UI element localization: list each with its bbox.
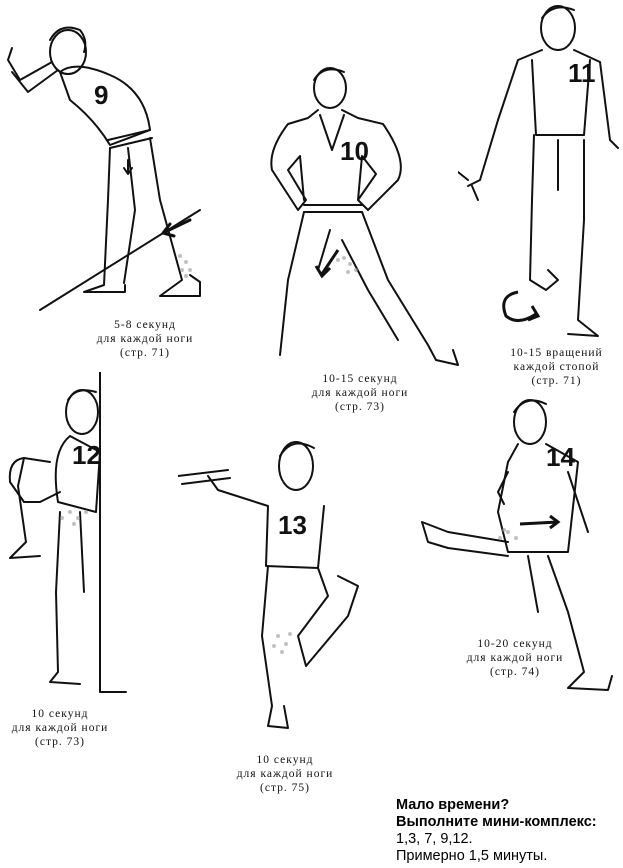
figure-11-caption-line2: каждой стопой [513, 361, 600, 373]
figure-9-caption-line3: (стр. 71) [120, 347, 170, 359]
figure-12-caption-line3: (стр. 73) [35, 736, 85, 748]
figure-11-number: 11 [568, 58, 596, 88]
figure-12-caption-line2: для каждой ноги [11, 722, 109, 734]
figure-10-caption-line2: для каждой ноги [311, 387, 409, 399]
mini-complex-heading-1: Мало времени? [396, 797, 510, 813]
figure-13-caption-line2: для каждой ноги [236, 768, 334, 780]
figure-9-illustration: 9 [0, 0, 220, 320]
figure-10-caption-line1: 10-15 секунд [322, 373, 398, 385]
figure-14-caption-line2: для каждой ноги [466, 652, 564, 664]
figure-9-caption-line2: для каждой ноги [96, 333, 194, 345]
figure-9-caption: 5-8 секунд для каждой ноги (стр. 71) [70, 318, 220, 360]
figure-12-caption: 10 секунд для каждой ноги (стр. 73) [0, 707, 120, 749]
figure-11-caption-line1: 10-15 вращений [510, 347, 603, 359]
figure-14-illustration: 14 [408, 392, 623, 702]
figure-10-caption-line3: (стр. 73) [335, 401, 385, 413]
figure-13-caption-line3: (стр. 75) [260, 782, 310, 794]
mini-complex-duration: Примерно 1,5 минуты. [396, 848, 548, 864]
figure-10-caption: 10-15 секунд для каждой ноги (стр. 73) [280, 372, 440, 414]
mini-complex-heading-2: Выполните мини-комплекс: [396, 814, 597, 830]
mini-complex-exercises: 1,3, 7, 9,12. [396, 831, 473, 847]
figure-10-illustration: 10 [258, 60, 468, 370]
figure-12-illustration: 12 [0, 372, 130, 702]
figure-13-caption: 10 секунд для каждой ноги (стр. 75) [210, 753, 360, 795]
figure-14-caption-line1: 10-20 секунд [477, 638, 553, 650]
figure-14-number: 14 [546, 442, 575, 472]
figure-13-number: 13 [278, 510, 307, 540]
figure-9-number: 9 [94, 80, 108, 110]
figure-13-illustration: 13 [178, 436, 368, 746]
figure-12-number: 12 [72, 440, 101, 470]
figure-11-caption-line3: (стр. 71) [531, 375, 582, 387]
figure-11-caption: 10-15 вращений каждой стопой (стр. 71) [490, 346, 623, 388]
figure-12-caption-line1: 10 секунд [31, 708, 89, 720]
figure-13-caption-line1: 10 секунд [256, 754, 314, 766]
figure-10-number: 10 [340, 136, 369, 166]
figure-14-caption: 10-20 секунд для каждой ноги (стр. 74) [440, 637, 590, 679]
figure-14-caption-line3: (стр. 74) [490, 666, 540, 678]
figure-9-caption-line1: 5-8 секунд [114, 319, 176, 331]
figure-11-illustration: 11 [458, 0, 623, 345]
mini-complex-note: Мало времени? Выполните мини-комплекс: 1… [396, 797, 597, 865]
